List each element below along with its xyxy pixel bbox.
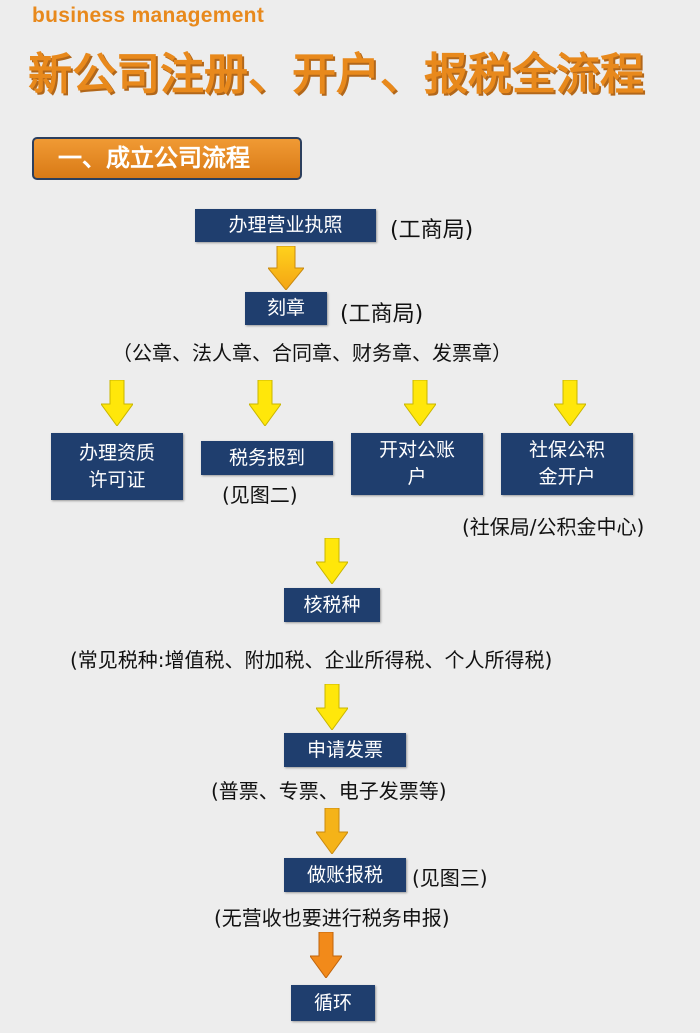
step-seal: 刻章: [245, 292, 327, 325]
step-social-security-line1: 社保公积: [528, 439, 605, 462]
page-title: 新公司注册、开户、报税全流程: [28, 49, 644, 100]
step-tax-type-note: (常见税种:增值税、附加税、企业所得税、个人所得税): [70, 648, 553, 672]
down-arrow-icon: [554, 380, 586, 426]
step-apply-invoice-note: (普票、专票、电子发票等): [211, 779, 447, 803]
down-arrow-icon: [249, 380, 281, 426]
step-corporate-account-line1: 开对公账: [378, 439, 455, 462]
step-social-security: 社保公积 金开户: [501, 433, 633, 495]
step-seal-note: (工商局): [340, 302, 424, 327]
step-apply-invoice-label: 申请发票: [306, 738, 383, 761]
step-social-security-line2: 金开户: [538, 466, 596, 488]
step-business-license-label: 办理营业执照: [228, 214, 343, 237]
step-tax-type-label: 核税种: [303, 593, 361, 616]
down-arrow-icon: [268, 246, 304, 290]
step-bookkeeping-note: (见图三): [412, 866, 488, 890]
step-social-security-note: (社保局/公积金中心): [462, 515, 645, 539]
down-arrow-icon: [404, 380, 436, 426]
step-tax-registration-note: (见图二): [222, 483, 298, 507]
down-arrow-icon: [316, 684, 348, 730]
step-tax-registration: 税务报到: [201, 441, 333, 475]
step-seal-detail: （公章、法人章、合同章、财务章、发票章）: [112, 341, 512, 365]
step-qualification-license: 办理资质 许可证: [51, 433, 183, 500]
step-loop-label: 循环: [313, 991, 352, 1014]
step-bookkeeping-detail: (无营收也要进行税务申报): [214, 906, 450, 930]
section-header: 一、成立公司流程: [32, 137, 302, 180]
step-corporate-account-line2: 户: [407, 466, 427, 488]
step-seal-label: 刻章: [266, 297, 305, 320]
step-tax-registration-label: 税务报到: [228, 446, 305, 469]
down-arrow-icon: [310, 932, 342, 978]
step-qualification-license-line2: 许可证: [88, 468, 146, 491]
step-bookkeeping: 做账报税: [284, 858, 406, 892]
step-bookkeeping-label: 做账报税: [306, 863, 383, 886]
step-corporate-account: 开对公账 户: [351, 433, 483, 495]
step-business-license: 办理营业执照: [195, 209, 376, 242]
header-subtitle: business management: [32, 4, 265, 27]
section-title: 一、成立公司流程: [58, 144, 250, 172]
step-qualification-license-line1: 办理资质: [78, 441, 155, 464]
down-arrow-icon: [316, 808, 348, 854]
step-business-license-note: (工商局): [390, 218, 474, 243]
step-apply-invoice: 申请发票: [284, 733, 406, 767]
step-tax-type: 核税种: [284, 588, 380, 622]
down-arrow-icon: [101, 380, 133, 426]
down-arrow-icon: [316, 538, 348, 584]
step-loop: 循环: [291, 985, 375, 1021]
